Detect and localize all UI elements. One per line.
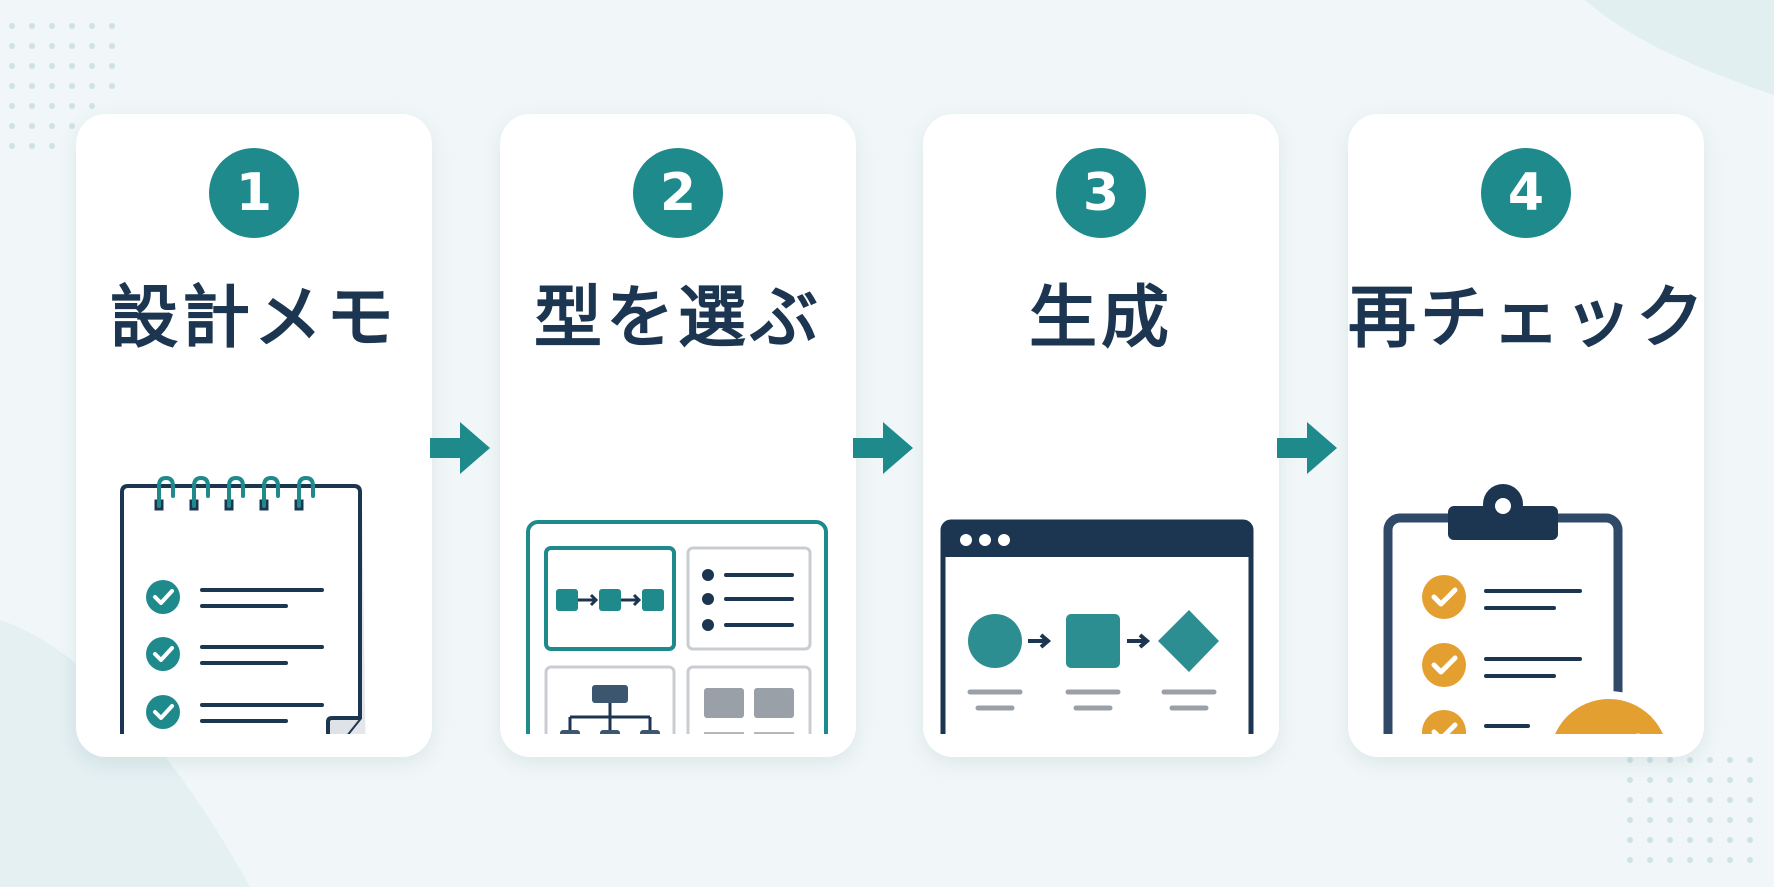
arrow-right-icon bbox=[1277, 422, 1337, 474]
arrow-right-icon bbox=[430, 422, 490, 474]
notepad-checklist-icon bbox=[120, 475, 366, 734]
step-title: 生成 bbox=[1028, 279, 1173, 358]
clipboard-check-icon bbox=[1383, 484, 1672, 734]
step-card-3: 3 生成 bbox=[923, 114, 1279, 757]
step-number-badge: 3 bbox=[1056, 148, 1146, 238]
step-card-4: 4 再チェック bbox=[1348, 114, 1704, 757]
template-grid-icon bbox=[526, 520, 828, 734]
step-number-badge: 4 bbox=[1481, 148, 1571, 238]
step-card-2: 2 型を選ぶ bbox=[500, 114, 856, 757]
monitor-diagram-icon bbox=[940, 519, 1254, 734]
step-card-1: 1 設計メモ bbox=[76, 114, 432, 757]
step-number-badge: 1 bbox=[209, 148, 299, 238]
step-title: 型を選ぶ bbox=[533, 279, 822, 358]
step-number-badge: 2 bbox=[633, 148, 723, 238]
arrow-right-icon bbox=[853, 422, 913, 474]
step-title: 再チェック bbox=[1348, 279, 1709, 358]
step-title: 設計メモ bbox=[109, 279, 398, 358]
